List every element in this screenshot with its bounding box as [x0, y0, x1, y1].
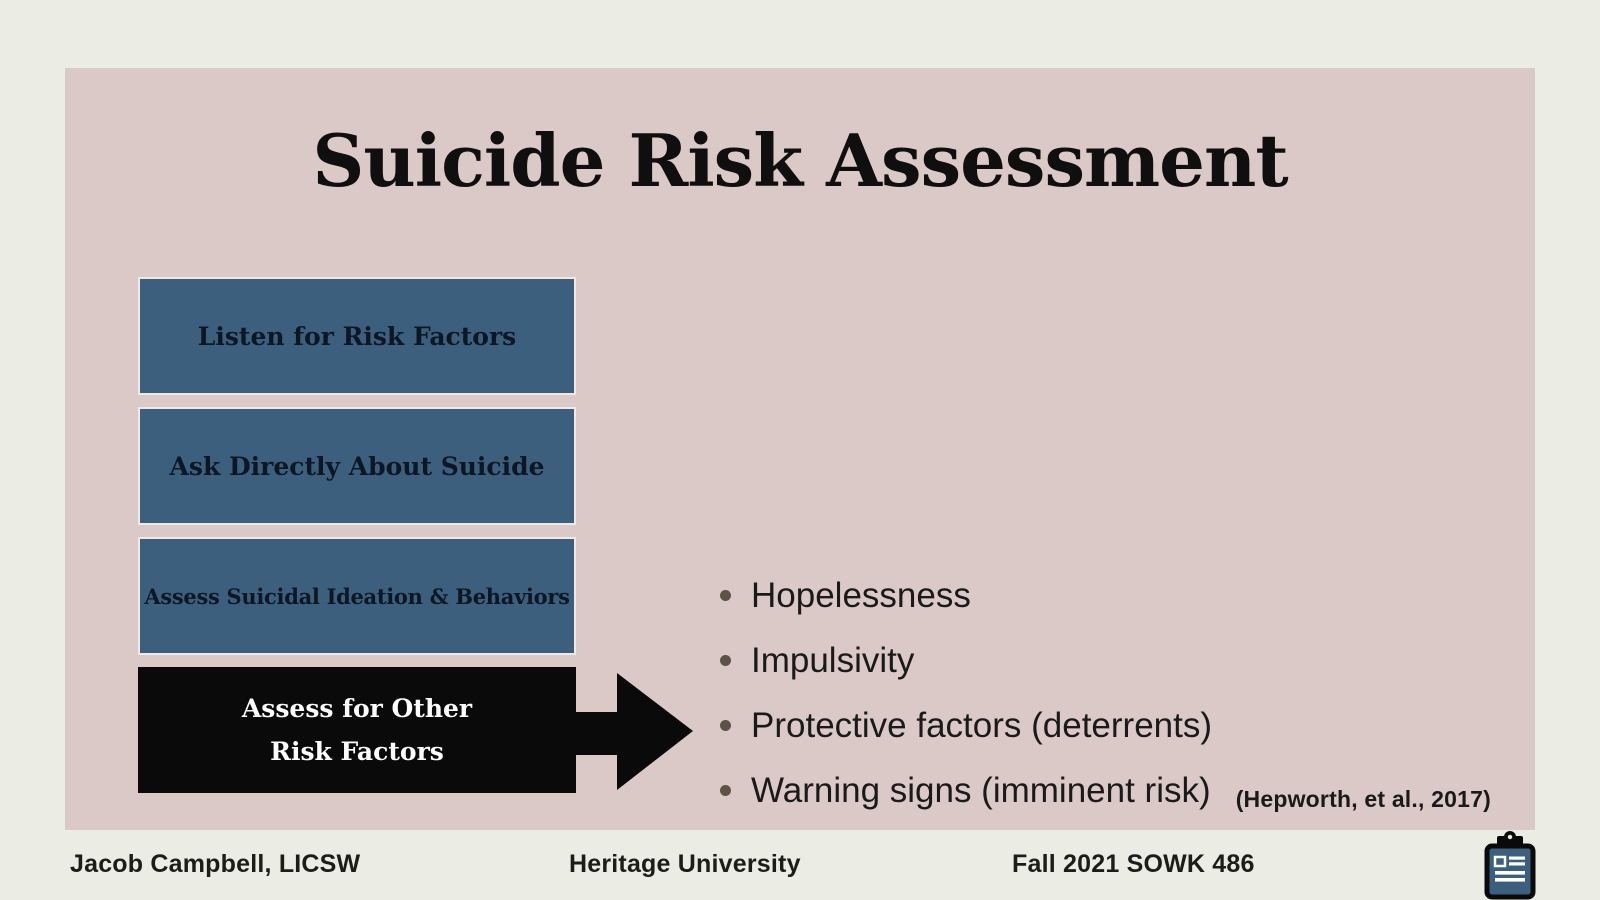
list-item: Warning signs (imminent risk): [720, 758, 1212, 823]
list-item: Protective factors (deterrents): [720, 693, 1212, 758]
bullet-dot-icon: [720, 785, 731, 796]
list-item: Hopelessness: [720, 563, 1212, 628]
list-item-text: Protective factors (deterrents): [751, 705, 1212, 745]
footer-institution: Heritage University: [569, 850, 801, 878]
flow-box-label: Ask Directly About Suicide: [169, 451, 545, 481]
right-arrow-icon: [576, 673, 693, 790]
bullet-dot-icon: [720, 720, 731, 731]
flow-box-assess-ideation: Assess Suicidal Ideation & Behaviors: [138, 537, 576, 655]
bullet-dot-icon: [720, 655, 731, 666]
flow-box-label-line2: Risk Factors: [270, 737, 444, 766]
clipboard-checklist-icon: [1484, 831, 1536, 900]
citation: (Hepworth, et al., 2017): [1235, 786, 1491, 812]
bullet-dot-icon: [720, 590, 731, 601]
list-item: Impulsivity: [720, 628, 1212, 693]
slide-title: Suicide Risk Assessment: [312, 118, 1288, 203]
bullet-list: Hopelessness Impulsivity Protective fact…: [720, 563, 1212, 823]
footer-course: Fall 2021 SOWK 486: [1012, 850, 1255, 878]
flow-box-ask-directly: Ask Directly About Suicide: [138, 407, 576, 525]
flow-box-listen-for-risk-factors: Listen for Risk Factors: [138, 277, 576, 395]
list-item-text: Impulsivity: [751, 640, 915, 680]
list-item-text: Hopelessness: [751, 575, 971, 615]
flow-box-label: Listen for Risk Factors: [197, 321, 517, 351]
flow-box-label: Assess Suicidal Ideation & Behaviors: [144, 583, 570, 609]
flow-box-assess-other-risk-factors: Assess for Other Risk Factors: [138, 667, 576, 793]
flow-box-label-line1: Assess for Other: [241, 694, 473, 723]
footer-author: Jacob Campbell, LICSW: [70, 850, 361, 878]
list-item-text: Warning signs (imminent risk): [751, 770, 1211, 810]
